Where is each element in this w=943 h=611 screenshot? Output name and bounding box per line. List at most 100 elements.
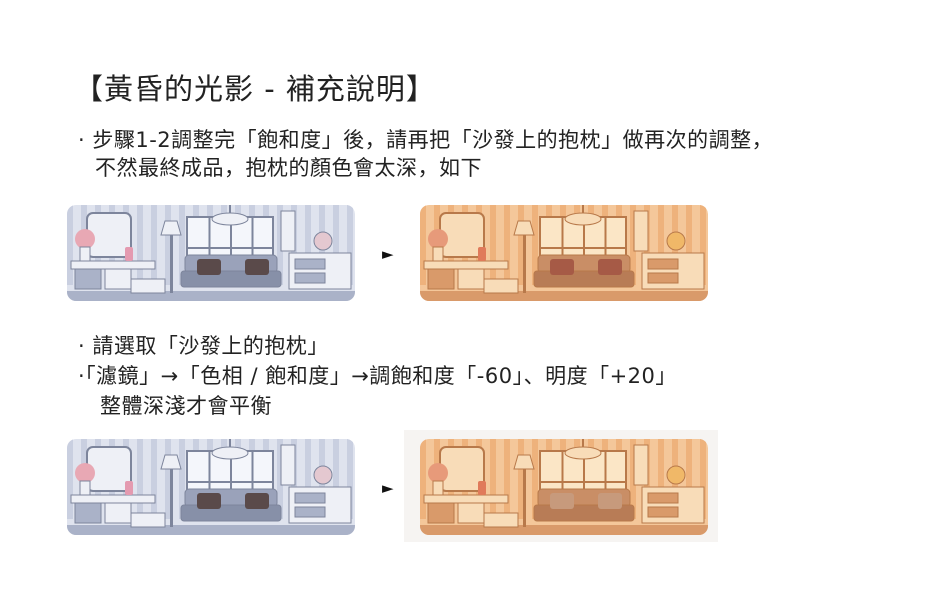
- pillow-right: [245, 259, 269, 275]
- chandelier-chain: [229, 205, 231, 213]
- cabinet-top: [423, 494, 509, 504]
- chandelier-chain: [582, 205, 584, 213]
- wall-stripe: [165, 205, 171, 285]
- arrow-right-icon: ►: [382, 479, 394, 497]
- cabinet-drawer: [74, 268, 102, 290]
- lamp-pole: [523, 469, 526, 527]
- chandelier: [564, 212, 602, 226]
- cabinet-drawer: [457, 502, 485, 524]
- bottle: [478, 247, 486, 261]
- cabinet-top: [70, 494, 156, 504]
- pillow-left: [197, 259, 221, 275]
- dresser-drawer: [647, 258, 679, 270]
- floor: [420, 525, 708, 535]
- wall-panel: [280, 444, 296, 486]
- cabinet-top: [423, 260, 509, 270]
- wall-panel: [633, 210, 649, 252]
- wall-stripe: [686, 205, 692, 285]
- dresser: [641, 486, 705, 524]
- wall-stripe: [347, 439, 353, 519]
- wall-stripe: [700, 205, 706, 285]
- intro-line-2: 不然最終成品，抱枕的顏色會太深，如下: [95, 156, 482, 180]
- chandelier: [211, 446, 249, 460]
- wall-stripe: [67, 205, 73, 285]
- steps-line-3: 整體深淺才會平衡: [100, 394, 272, 418]
- chandelier-chain: [229, 439, 231, 447]
- stool: [130, 278, 166, 294]
- wall-stripe: [420, 439, 426, 519]
- bottle: [125, 247, 133, 261]
- wall-stripe: [333, 205, 339, 285]
- wall-stripe: [686, 439, 692, 519]
- flower-pot: [313, 465, 333, 485]
- dresser-drawer: [647, 272, 679, 284]
- wall-stripe: [67, 439, 73, 519]
- wall-stripe: [277, 205, 283, 285]
- window-bar: [540, 247, 626, 249]
- wall-stripe: [137, 439, 143, 519]
- lamp-shade: [160, 454, 182, 470]
- dresser-drawer: [647, 492, 679, 504]
- pillow-right: [598, 259, 622, 275]
- floor: [67, 525, 355, 535]
- room-before-image-bottom: [67, 439, 355, 535]
- flower-pot: [313, 231, 333, 251]
- wall-stripe: [658, 439, 664, 519]
- cabinet-top: [70, 260, 156, 270]
- wall-stripe: [277, 439, 283, 519]
- room-after-image-bottom: [420, 439, 708, 535]
- wall-stripe: [518, 439, 524, 519]
- wall-stripe: [532, 205, 538, 285]
- room-before-image-top: [67, 205, 355, 301]
- steps-line-2: ·「濾鏡」→「色相 / 飽和度」→調飽和度「-60」、明度「+20」: [78, 364, 677, 388]
- pillow-right: [245, 493, 269, 509]
- pillow-left: [550, 493, 574, 509]
- lamp-pole: [170, 235, 173, 293]
- vase: [432, 246, 444, 262]
- chandelier-chain: [582, 439, 584, 447]
- wall-panel: [280, 210, 296, 252]
- wall-stripe: [179, 439, 185, 519]
- lamp-shade: [513, 220, 535, 236]
- dresser-drawer: [647, 506, 679, 518]
- window-bar: [187, 247, 273, 249]
- vase: [432, 480, 444, 496]
- wall-stripe: [490, 439, 496, 519]
- dresser-drawer: [294, 506, 326, 518]
- flower-bouquet: [428, 463, 448, 483]
- lamp-shade: [513, 454, 535, 470]
- wall-stripe: [420, 205, 426, 285]
- wall-stripe: [333, 439, 339, 519]
- wall-stripe: [151, 205, 157, 285]
- wall-stripe: [305, 205, 311, 285]
- stool: [483, 278, 519, 294]
- bottle: [125, 481, 133, 495]
- wall-stripe: [504, 205, 510, 285]
- wall-stripe: [504, 439, 510, 519]
- chandelier: [564, 446, 602, 460]
- flower-bouquet: [75, 463, 95, 483]
- lamp-shade: [160, 220, 182, 236]
- dresser: [288, 486, 352, 524]
- cabinet-drawer: [74, 502, 102, 524]
- wall-stripe: [700, 439, 706, 519]
- lamp-pole: [523, 235, 526, 293]
- dresser-drawer: [294, 272, 326, 284]
- pillow-right: [598, 493, 622, 509]
- dresser: [288, 252, 352, 290]
- wall-stripe: [137, 205, 143, 285]
- intro-line-1: · 步驟1-2調整完「飽和度」後，請再把「沙發上的抱枕」做再次的調整，: [78, 128, 774, 152]
- wall-stripe: [658, 205, 664, 285]
- cabinet-drawer: [427, 502, 455, 524]
- wall-stripe: [532, 439, 538, 519]
- wall-stripe: [179, 205, 185, 285]
- dresser: [641, 252, 705, 290]
- wall-stripe: [165, 439, 171, 519]
- vase: [79, 246, 91, 262]
- window-bar: [187, 481, 273, 483]
- page-title: 【黃昏的光影 - 補充說明】: [74, 72, 436, 106]
- steps-line-1: · 請選取「沙發上的抱枕」: [78, 334, 329, 358]
- dresser-drawer: [294, 258, 326, 270]
- pillow-left: [197, 493, 221, 509]
- pillow-left: [550, 259, 574, 275]
